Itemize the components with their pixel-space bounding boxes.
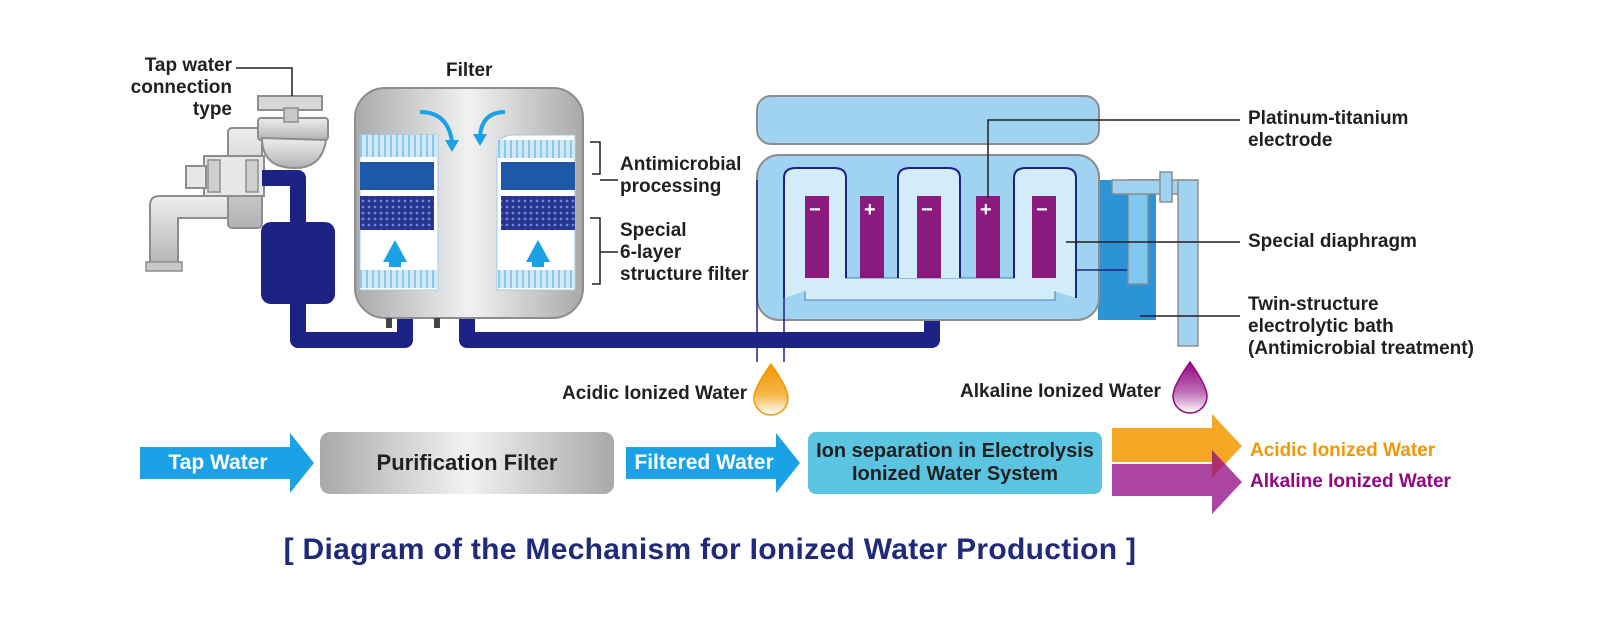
tap-connection-label: Tap water connection type (130, 55, 232, 120)
filtered-water-text: Filtered Water (634, 451, 774, 474)
acidic-output-label: Acidic Ionized Water (562, 383, 748, 404)
acidic-result-label: Acidic Ionized Water (1250, 440, 1436, 461)
diaphragm-label: Special diaphragm (1248, 231, 1417, 252)
tap-water-arrow: Tap Water (140, 433, 314, 493)
electrode-minus-1: − (809, 199, 821, 221)
special-filter-label: Special 6-layer structure filter (620, 220, 749, 285)
ion-separation-box: Ion separation in Electrolysis Ionized W… (816, 440, 1094, 485)
electrolytic-bath-icon (756, 95, 1199, 362)
leader-lines (236, 67, 1240, 317)
bath-label: Twin-structure electrolytic bath (Antimi… (1248, 294, 1474, 359)
diagram-caption: [ Diagram of the Mechanism for Ionized W… (283, 533, 1137, 566)
purple-droplet-icon (1172, 360, 1208, 414)
electrode-minus-2: − (921, 199, 933, 221)
orange-droplet-icon (753, 362, 789, 416)
alkaline-output-label: Alkaline Ionized Water (960, 381, 1161, 402)
filter-cartridge-icon (354, 87, 584, 328)
purification-filter-box: Purification Filter (376, 450, 558, 475)
electrode-label: Platinum-titanium electrode (1248, 108, 1409, 151)
flow-shapes (320, 414, 1242, 514)
water-pipes (262, 170, 940, 348)
alkaline-result-label: Alkaline Ionized Water (1250, 471, 1451, 492)
tap-water-text: Tap Water (168, 451, 268, 474)
electrode-plus-1: + (864, 199, 876, 221)
filtered-water-arrow: Filtered Water (626, 433, 800, 493)
antimicrobial-label: Antimicrobial processing (620, 154, 742, 197)
faucet-icon (145, 95, 329, 272)
filter-label: Filter (446, 60, 493, 81)
electrode-plus-2: + (980, 199, 992, 221)
pre-filter-tank (261, 222, 335, 304)
electrode-minus-3: − (1036, 199, 1048, 221)
